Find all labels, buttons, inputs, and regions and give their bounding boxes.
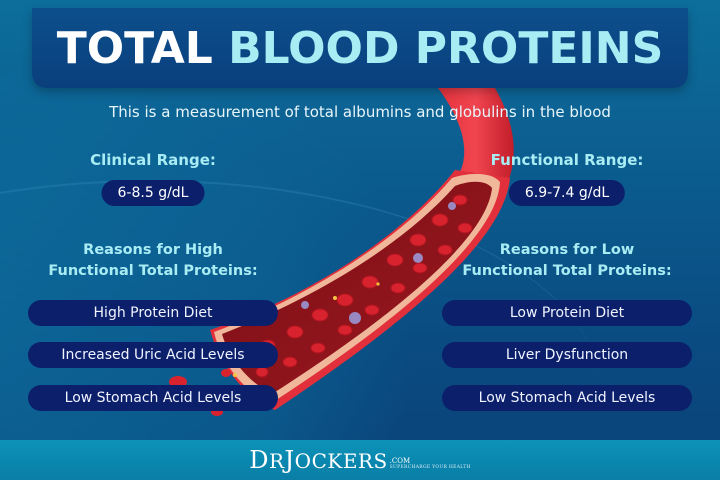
reason-pill: Liver Dysfunction <box>442 342 692 368</box>
title-part-1: TOTAL <box>56 22 213 74</box>
reason-pill: High Protein Diet <box>28 300 278 326</box>
high-reasons-heading: Reasons for High Functional Total Protei… <box>28 240 278 282</box>
logo-wordmark: DRJOCKERS <box>249 446 387 474</box>
logo-tagline: SUPERCHARGE YOUR HEALTH <box>389 465 471 470</box>
functional-range-label: Functional Range: <box>490 151 644 169</box>
reason-pill: Increased Uric Acid Levels <box>28 342 278 368</box>
logo-j: J <box>284 446 295 474</box>
logo-ockers: OCKERS <box>294 449 388 473</box>
left-column: Clinical Range: 6-8.5 g/dL Reasons for H… <box>28 0 278 480</box>
reason-pill: Low Stomach Acid Levels <box>28 385 278 411</box>
heading-line-2: Functional Total Proteins: <box>48 263 258 279</box>
clinical-range-value: 6-8.5 g/dL <box>101 180 205 206</box>
title-banner: TOTAL BLOOD PROTEINS <box>32 8 688 88</box>
footer: DRJOCKERS .COM SUPERCHARGE YOUR HEALTH <box>0 440 720 480</box>
page-title: TOTAL BLOOD PROTEINS <box>57 23 664 74</box>
functional-range-value: 6.9-7.4 g/dL <box>508 180 626 206</box>
logo-com: .COM <box>389 457 411 465</box>
right-column: Functional Range: 6.9-7.4 g/dL Reasons f… <box>442 0 692 480</box>
reason-pill: Low Stomach Acid Levels <box>442 385 692 411</box>
heading-line-2: Functional Total Proteins: <box>462 263 672 279</box>
subtitle: This is a measurement of total albumins … <box>109 103 611 121</box>
logo-d: D <box>249 446 269 474</box>
title-part-2: BLOOD PROTEINS <box>228 22 664 74</box>
heading-line-1: Reasons for High <box>83 242 223 258</box>
logo-r: R <box>268 449 285 473</box>
logo-side: .COM SUPERCHARGE YOUR HEALTH <box>390 457 471 471</box>
low-reasons-heading: Reasons for Low Functional Total Protein… <box>442 240 692 282</box>
clinical-range-label: Clinical Range: <box>90 151 216 169</box>
reason-pill: Low Protein Diet <box>442 300 692 326</box>
drjockers-logo: DRJOCKERS .COM SUPERCHARGE YOUR HEALTH <box>249 446 471 474</box>
heading-line-1: Reasons for Low <box>499 242 635 258</box>
